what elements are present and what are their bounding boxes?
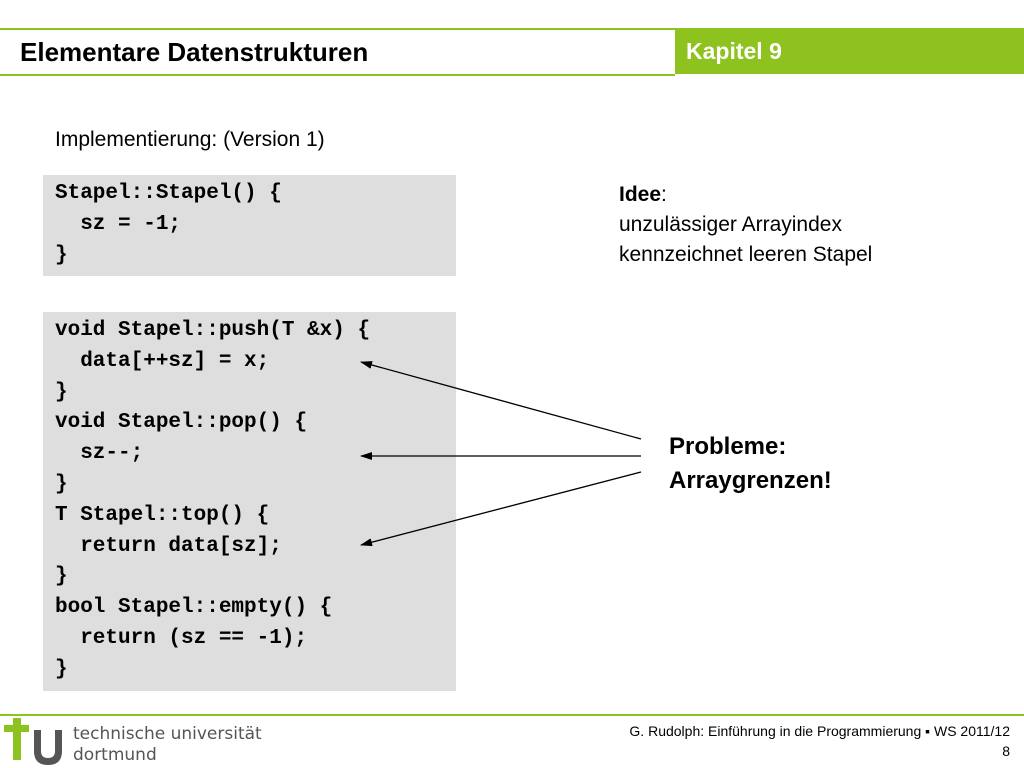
chapter-badge: Kapitel 9 [675,30,1024,74]
code-block-constructor: Stapel::Stapel() { sz = -1; } [43,175,456,276]
idea-heading-line: Idee: [619,180,872,210]
problems-text: Arraygrenzen! [669,467,832,494]
code-line: T Stapel::top() { [55,503,270,527]
page-number: 8 [1002,743,1010,759]
top-accent-rule [0,28,1024,30]
header-underline-rule [0,74,675,76]
idea-text-line-2: kennzeichnet leeren Stapel [619,243,873,266]
footer-accent-rule [0,714,1024,716]
idea-note: Idee: unzulässiger Arrayindex kennzeichn… [619,180,872,270]
university-name-line-1: technische universität [73,724,262,744]
idea-colon: : [661,183,667,206]
footer-credit: G. Rudolph: Einführung in die Programmie… [629,723,1010,739]
idea-heading: Idee [619,183,662,206]
section-subtitle: Implementierung: (Version 1) [55,128,325,151]
code-line: } [55,380,68,404]
code-line: void Stapel::pop() { [55,411,308,435]
university-name: technische universität dortmund [73,724,262,766]
code-line: } [55,657,68,681]
problems-note: Probleme: Arraygrenzen! [669,430,832,498]
code-line: void Stapel::push(T &x) { [55,319,371,342]
problems-heading: Probleme: [669,433,787,460]
chapter-label: Kapitel 9 [686,38,782,64]
idea-text-line-1: unzulässiger Arrayindex [619,213,842,236]
slide-title: Elementare Datenstrukturen [20,37,369,67]
code-line: } [55,472,68,496]
code-line: } [55,565,68,589]
code-line: Stapel::Stapel() { [55,182,282,205]
code-line: bool Stapel::empty() { [55,596,333,620]
code-block-methods: void Stapel::push(T &x) { data[++sz] = x… [43,312,456,691]
code-line: return data[sz]; [55,534,282,558]
code-line: } [55,243,68,267]
code-line: sz--; [55,442,144,466]
tu-logo-icon [4,718,62,765]
university-name-line-2: dortmund [73,745,157,765]
code-line: return (sz == -1); [55,626,308,650]
code-line: data[++sz] = x; [55,349,270,373]
code-line: sz = -1; [55,212,182,236]
